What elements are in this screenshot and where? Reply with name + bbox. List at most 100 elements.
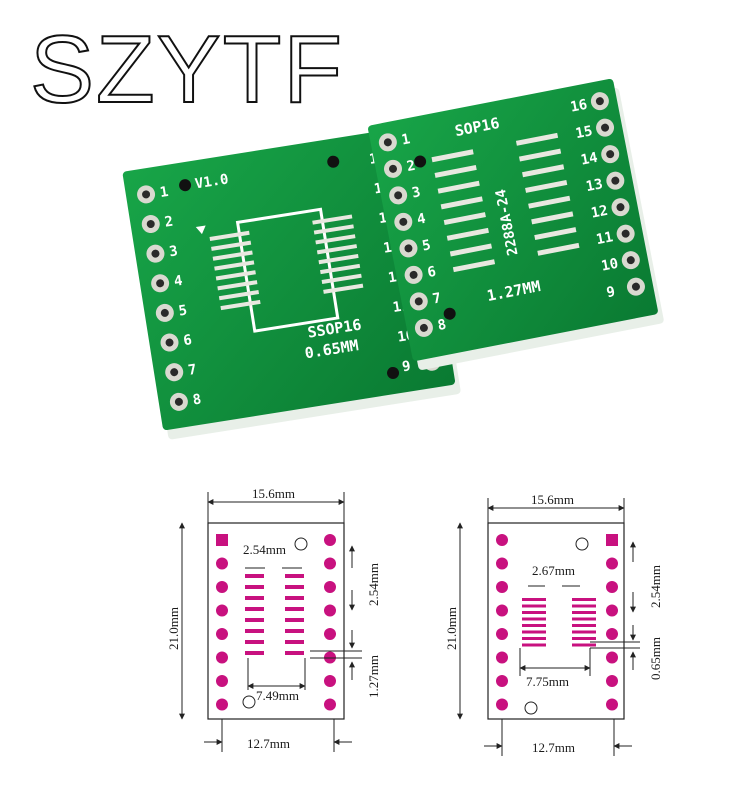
pin-pad	[496, 675, 508, 687]
smd-pad	[572, 630, 596, 634]
pin-number-label: 13	[585, 176, 605, 195]
pin-pad	[606, 675, 618, 687]
pin-pad	[216, 628, 228, 640]
pin-pad	[324, 534, 336, 546]
left-height-label: 21.0mm	[166, 607, 181, 650]
pin-number-label: 6	[182, 332, 193, 349]
smd-pad	[245, 607, 264, 611]
pin-number-label: 5	[421, 237, 432, 254]
smd-pad	[572, 624, 596, 627]
smd-pad	[245, 640, 264, 644]
pin-number-label: 16	[569, 97, 589, 116]
right-row-spacing-label: 2.67mm	[532, 563, 575, 578]
pin-pad	[606, 651, 618, 664]
pin-number-label: 7	[431, 290, 442, 307]
smd-pad	[522, 617, 546, 621]
pin-pad	[496, 534, 508, 546]
right-height-label: 21.0mm	[444, 607, 459, 650]
pin-pad	[324, 675, 336, 687]
pin-pad	[496, 581, 508, 593]
pin-pad	[216, 557, 228, 570]
pin-pad	[216, 604, 228, 617]
left-pad-pitch-label: 1.27mm	[366, 655, 381, 698]
smd-pad	[522, 604, 546, 608]
smd-pad	[522, 598, 546, 601]
smd-pad	[522, 624, 546, 627]
smd-pad	[285, 585, 304, 589]
left-row-spacing-label: 2.54mm	[243, 542, 286, 557]
smd-pad	[522, 643, 546, 647]
pin-number-label: 2	[405, 158, 416, 175]
pin-number-label: 8	[192, 391, 203, 408]
pin-pad	[496, 698, 508, 711]
pin-number-label: 10	[600, 256, 620, 275]
smd-pad	[285, 596, 304, 600]
pin-pad	[324, 581, 336, 593]
smd-pad	[572, 611, 596, 614]
smd-pad	[285, 651, 304, 655]
pin-number-label: 7	[187, 362, 198, 379]
pin-pad	[216, 675, 228, 687]
pin-number-label: 2	[163, 214, 174, 231]
smd-pad	[522, 637, 546, 640]
smd-pad	[285, 640, 304, 644]
brand-logo: SZYTF	[29, 16, 344, 123]
smd-pad	[245, 596, 264, 600]
smd-pad	[285, 618, 304, 622]
pin-pad	[216, 581, 228, 593]
pin-number-label: 3	[168, 243, 179, 260]
smd-pad	[522, 611, 546, 614]
right-pad-pitch-label: 0.65mm	[648, 637, 663, 680]
smd-pad	[572, 617, 596, 621]
pin-pad	[324, 698, 336, 711]
pin-number-label: 4	[173, 273, 184, 290]
pin-number-label: 6	[426, 264, 437, 281]
smd-pad	[285, 629, 304, 633]
pin-number-label: 8	[436, 317, 447, 334]
smd-pad	[572, 643, 596, 647]
pin-pad	[216, 698, 228, 711]
pin-pad	[324, 604, 336, 617]
pin-pad	[606, 581, 618, 593]
pin-number-label: 12	[590, 203, 610, 222]
pin-number-label: 9	[605, 284, 616, 301]
right-pad-span-label: 7.75mm	[526, 674, 569, 689]
pin-pad	[606, 604, 618, 617]
smd-pad	[572, 637, 596, 640]
left-bottom-width-label: 12.7mm	[247, 736, 290, 751]
smd-pad	[522, 630, 546, 634]
pin-pad	[606, 628, 618, 640]
pin-number-label: 11	[595, 229, 615, 248]
pin-pad	[324, 557, 336, 570]
pin-pad	[606, 557, 618, 570]
pin-pad	[496, 604, 508, 617]
pin-number-label: 5	[178, 303, 189, 320]
left-vertical-pitch-label: 2.54mm	[366, 563, 381, 606]
smd-pad	[285, 607, 304, 611]
smd-pad	[245, 585, 264, 589]
pin-pad	[496, 628, 508, 640]
pin1-square-pad	[216, 534, 228, 546]
left-pad-span-label: 7.49mm	[256, 688, 299, 703]
pin-pad	[324, 628, 336, 640]
smd-pad	[245, 618, 264, 622]
left-width-label: 15.6mm	[252, 486, 295, 501]
pin-number-label: 15	[574, 123, 594, 142]
pin1-square-pad	[606, 534, 618, 546]
pin-pad	[216, 651, 228, 664]
right-width-label: 15.6mm	[531, 492, 574, 507]
sop16-dimension-diagram: 15.6mm 21.0mm 2.67mm 2.54mm 0.65mm 7.75m…	[444, 492, 663, 756]
pin-pad	[496, 651, 508, 664]
smd-pad	[285, 574, 304, 578]
right-bottom-width-label: 12.7mm	[532, 740, 575, 755]
pin-pad	[496, 557, 508, 570]
smd-pad	[245, 629, 264, 633]
pin-number-label: 1	[159, 184, 170, 201]
pin-number-label: 14	[579, 150, 599, 169]
dimension-diagrams: 15.6mm 21.0mm 2.54mm 2.54mm 1.27mm 7.49m…	[166, 486, 663, 756]
pin-pad	[606, 698, 618, 711]
pin-number-label: 9	[401, 358, 412, 375]
smd-pad	[572, 598, 596, 601]
